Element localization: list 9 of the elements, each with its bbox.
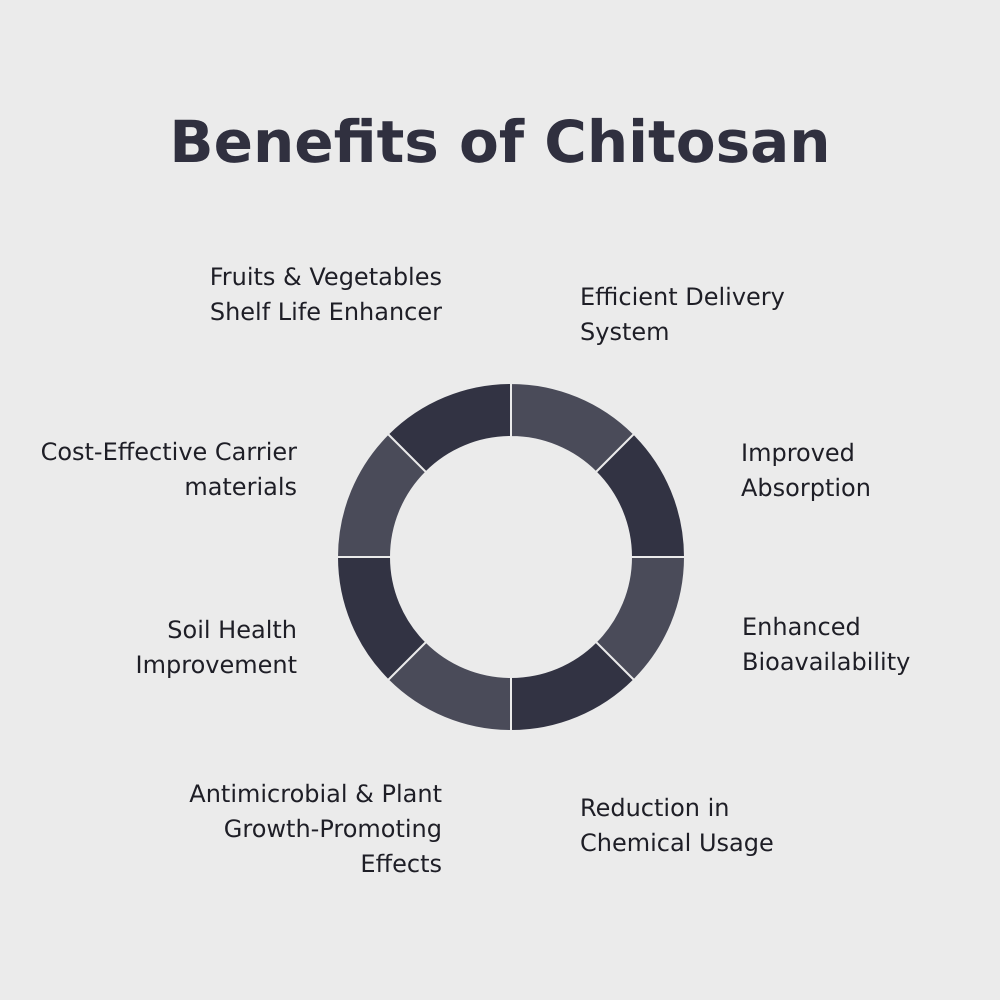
benefit-label: Enhanced Bioavailability [742,612,912,678]
benefit-label: Efficient Delivery System [580,282,786,348]
benefit-label: Antimicrobial & Plant Growth-Promoting Effects [188,779,442,880]
benefit-label: Improved Absorption [741,438,872,504]
title: Benefits of Chitosan [168,108,832,176]
benefit-label: Reduction in Chemical Usage [580,793,775,859]
benefit-label: Soil Health Improvement [134,615,297,681]
benefit-label: Cost-Effective Carrier materials [40,437,297,503]
benefit-label: Fruits & Vegetables Shelf Life Enhancer [208,262,442,328]
